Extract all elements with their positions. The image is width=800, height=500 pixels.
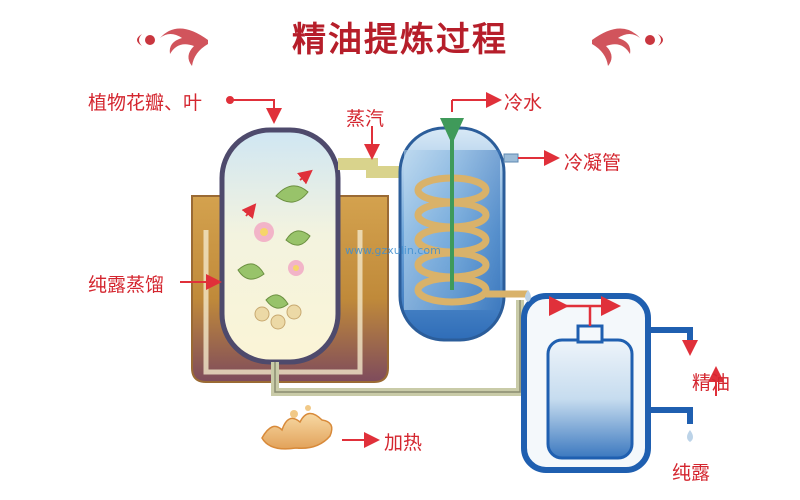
- label-hydrosol: 纯露: [672, 462, 711, 484]
- ornament-left: [137, 28, 208, 67]
- flame-icon: [261, 405, 333, 450]
- label-cold-water: 冷水: [504, 92, 543, 114]
- label-essential-oil: 精油: [692, 372, 731, 394]
- label-heat: 加热: [384, 432, 423, 454]
- flower-icon: [254, 222, 304, 276]
- funnel-icon: [440, 118, 464, 290]
- label-condenser: 冷凝管: [564, 152, 622, 174]
- label-distill: 纯露蒸馏: [88, 274, 165, 296]
- pointer-lines: [180, 92, 724, 448]
- separator-flask: [521, 293, 693, 473]
- label-plants: 植物花瓣、叶: [88, 92, 203, 114]
- page-title: 精油提炼过程: [292, 20, 508, 60]
- seed-icon: [254, 304, 302, 330]
- distillation-vessel: [219, 127, 341, 365]
- leaf-icon: [237, 185, 311, 309]
- water-drop-icon: [525, 290, 693, 442]
- label-steam: 蒸汽: [346, 108, 385, 130]
- watermark: www.gzxulin.com: [345, 244, 441, 257]
- ornament-right: [592, 28, 663, 67]
